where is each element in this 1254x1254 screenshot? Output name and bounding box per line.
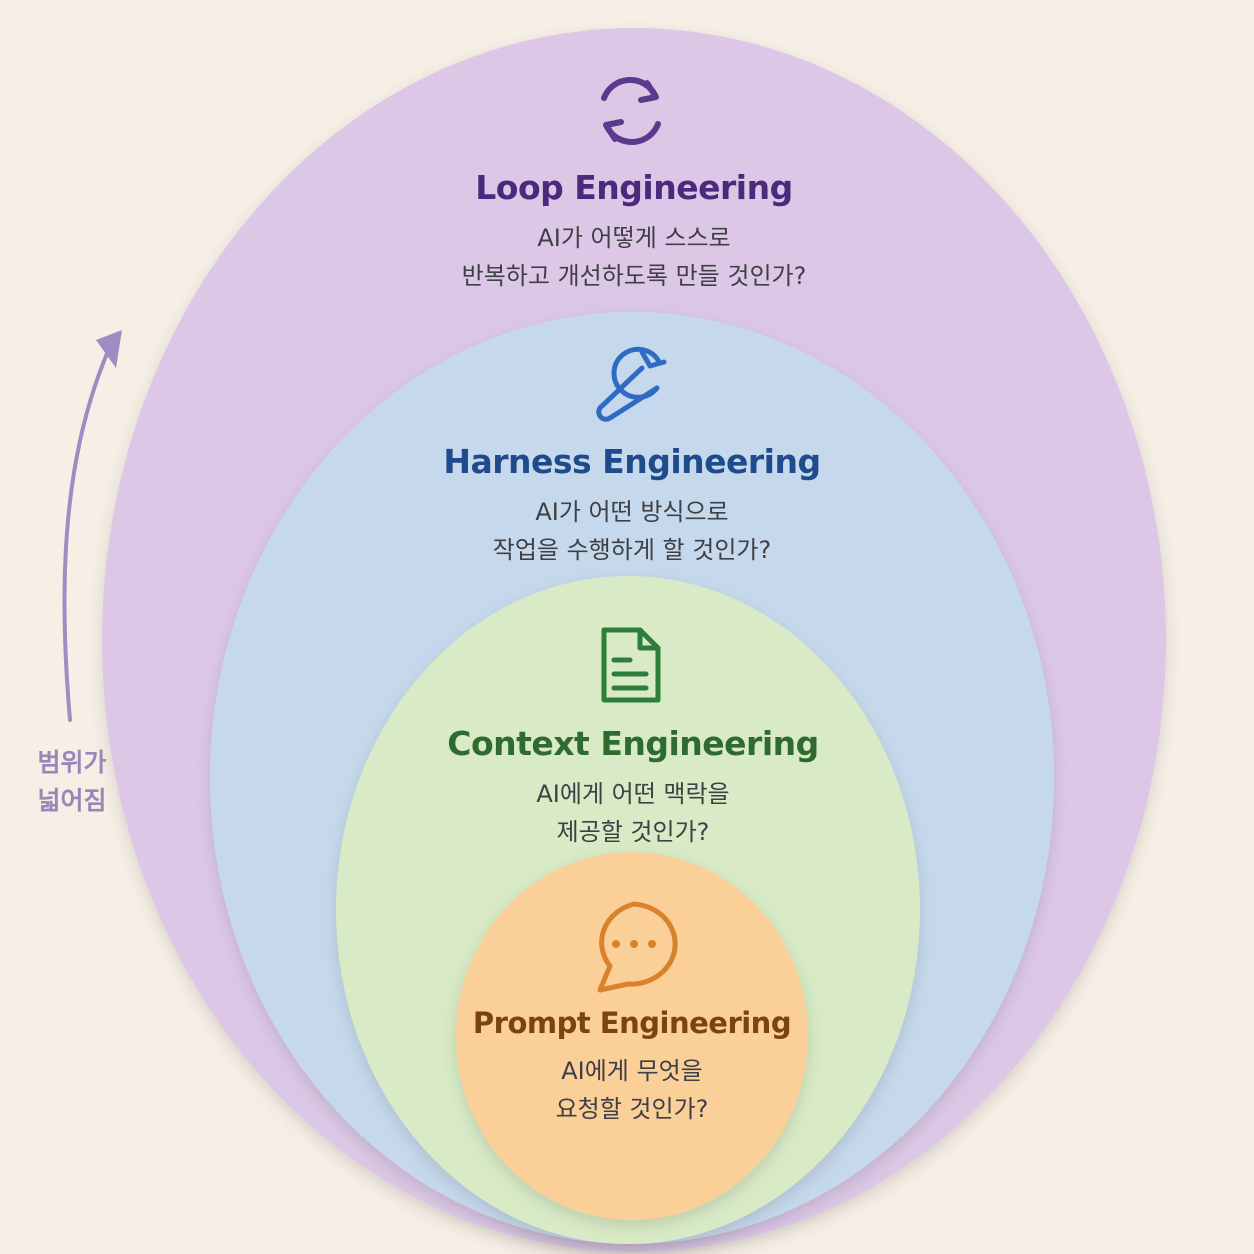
prompt-layer-text: Prompt Engineering AI에게 무엇을 요청할 것인가? [462,1006,802,1128]
harness-layer-text: Harness Engineering AI가 어떤 방식으로 작업을 수행하게… [332,442,932,569]
prompt-description-line-1: AI에게 무엇을 [561,1057,703,1085]
context-description-line-2: 제공할 것인가? [556,818,710,846]
scope-arrow [62,340,114,722]
scope-label-line-2: 넓어짐 [37,786,107,815]
prompt-description-line-2: 요청할 것인가? [555,1095,709,1123]
harness-description-line-2: 작업을 수행하게 할 것인가? [492,536,772,564]
scope-arrow-head [96,330,122,368]
loop-description-line-1: AI가 어떻게 스스로 [537,224,731,252]
context-title: Context Engineering [447,724,819,763]
loop-layer-text: Loop Engineering AI가 어떻게 스스로 반복하고 개선하도록 … [334,168,934,295]
context-layer-text: Context Engineering AI에게 어떤 맥락을 제공할 것인가? [358,724,908,851]
loop-description-line-2: 반복하고 개선하도록 만들 것인가? [461,262,807,290]
prompt-title: Prompt Engineering [472,1006,792,1040]
prompt-description: AI에게 무엇을 요청할 것인가? [462,1052,802,1128]
harness-description: AI가 어떤 방식으로 작업을 수행하게 할 것인가? [332,493,932,569]
context-description: AI에게 어떤 맥락을 제공할 것인가? [358,775,908,851]
chat-bubble-icon [597,901,678,993]
harness-description-line-1: AI가 어떤 방식으로 [535,498,729,526]
refresh-cycle-icon [601,76,661,146]
loop-title: Loop Engineering [475,168,793,207]
wrench-icon [596,346,667,422]
document-icon [601,627,661,703]
context-description-line-1: AI에게 어떤 맥락을 [536,780,730,808]
scope-label-line-1: 범위가 [37,748,107,777]
loop-description: AI가 어떻게 스스로 반복하고 개선하도록 만들 것인가? [334,219,934,295]
prompt-layer-ellipse [456,852,808,1220]
harness-title: Harness Engineering [443,442,821,481]
scope-label: 범위가 넓어짐 [22,744,122,820]
